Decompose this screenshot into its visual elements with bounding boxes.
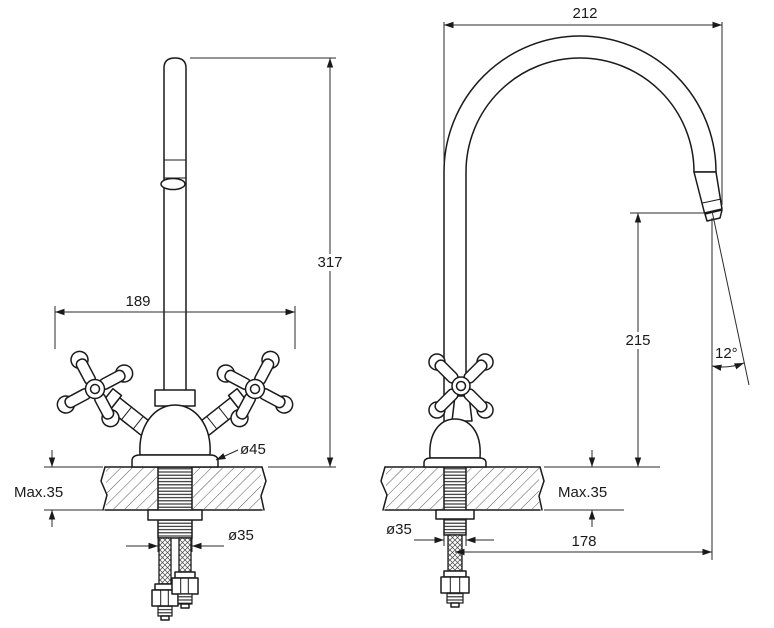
dim-body-diameter: ø45 [240, 441, 266, 458]
dim-max-thickness: Max.35 [14, 484, 63, 501]
front-countertop-section [100, 466, 267, 511]
threaded-shank [443, 466, 467, 536]
front-shank-and-hoses [147, 466, 203, 621]
side-dimensions: 212 215 12° Max.35 ø35 178 [386, 5, 750, 560]
counter-break-edge [538, 466, 545, 511]
body-dome [429, 418, 481, 459]
counter-break-edge [380, 466, 388, 511]
threaded-shank [157, 466, 193, 539]
body-dome [139, 404, 211, 456]
dim-spout-reach: 212 [572, 5, 597, 22]
counter-break-edge [100, 466, 108, 511]
dim-axis-to-outlet: 178 [571, 533, 596, 550]
right-cross-handle [216, 350, 294, 428]
dim-handle-span: 189 [125, 293, 150, 310]
dim-outlet-angle: 12° [715, 345, 738, 362]
dim-overall-height: 317 [317, 254, 342, 271]
side-gooseneck-spout [443, 35, 723, 431]
base-flange [423, 457, 487, 468]
body-collar [154, 389, 196, 407]
dim-hole-diameter: ø35 [386, 521, 412, 538]
mounting-nut [147, 509, 203, 521]
front-view: 189 317 ø45 Max.35 ø35 [14, 57, 349, 621]
aerator [704, 209, 723, 222]
front-dimensions: 189 317 ø45 Max.35 ø35 [14, 57, 349, 552]
mounting-nut [435, 509, 475, 520]
dim-outlet-height: 215 [625, 332, 650, 349]
dim-max-thickness: Max.35 [558, 484, 607, 501]
side-shank-and-hose [435, 466, 475, 608]
supply-hose [158, 537, 172, 585]
base-flange [131, 454, 219, 468]
dim-hole-diameter: ø35 [228, 527, 254, 544]
supply-hose [178, 537, 192, 573]
front-body [131, 389, 219, 468]
left-cross-handle [56, 350, 134, 428]
counter-break-edge [260, 466, 267, 511]
hose-fitting [171, 571, 199, 609]
side-cross-handle [428, 353, 494, 419]
aerator [160, 177, 186, 191]
spout-nozzle [693, 171, 723, 214]
side-body [423, 395, 487, 468]
side-view: 212 215 12° Max.35 ø35 178 [380, 5, 750, 608]
hose-fitting [440, 570, 470, 608]
front-spout [160, 57, 187, 409]
supply-hose [447, 534, 463, 572]
